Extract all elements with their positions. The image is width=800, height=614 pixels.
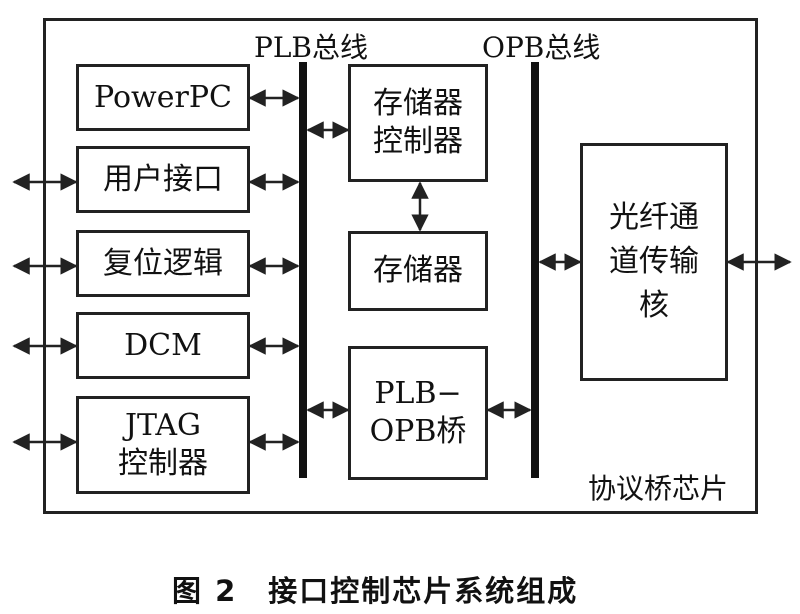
memory-block: 存储器 [348, 231, 488, 311]
memory-label: 存储器 [373, 253, 463, 288]
reset-logic-label: 复位逻辑 [103, 245, 223, 281]
user-interface-block: 用户接口 [76, 146, 250, 213]
plb-opb-bridge-label: PLB− OPB桥 [369, 376, 467, 449]
user-interface-label: 用户接口 [103, 161, 223, 197]
dcm-block: DCM [76, 312, 250, 379]
opb-bus-label: OPB总线 [482, 31, 601, 64]
memory-controller-label: 存储器 控制器 [373, 86, 463, 159]
chip-label: 协议桥芯片 [588, 472, 729, 505]
powerpc-label: PowerPC [94, 79, 232, 115]
powerpc-block: PowerPC [76, 64, 250, 131]
fiber-channel-core-block: 光纤通 道传输 核 [580, 143, 728, 381]
dcm-label: DCM [124, 327, 202, 363]
fiber-channel-core-label: 光纤通 道传输 核 [609, 200, 699, 323]
plb-bus-label: PLB总线 [254, 31, 369, 64]
jtag-block: JTAG 控制器 [76, 396, 250, 494]
reset-logic-block: 复位逻辑 [76, 230, 250, 297]
figure-caption: 图 2 接口控制芯片系统组成 [172, 574, 579, 608]
memory-controller-block: 存储器 控制器 [348, 64, 488, 182]
plb-opb-bridge-block: PLB− OPB桥 [348, 346, 488, 480]
jtag-label: JTAG 控制器 [118, 408, 208, 481]
